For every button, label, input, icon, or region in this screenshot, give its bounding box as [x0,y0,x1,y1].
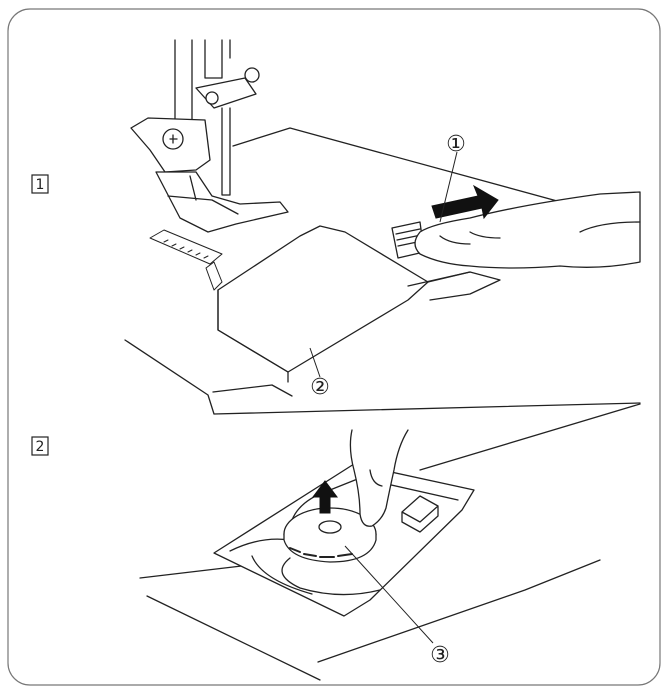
push-arrow-icon [431,184,499,220]
step-2-illustration [139,403,641,681]
step-label-2: 2 [36,439,45,455]
callout-1: ① [446,132,466,157]
step-badge-1: 1 [31,174,49,194]
machine-bed [124,339,641,415]
callout-2: ② [310,375,330,400]
step-2-bed-line-top [419,403,641,471]
bed-top-edge [232,127,591,211]
step-2-bed-line-bottom [146,595,321,681]
bobbin-case-latch [401,495,439,533]
step-1-illustration [124,39,641,415]
finger [414,191,641,269]
step-2-bed-line-left [139,564,251,579]
callout-leaders-step-1 [309,151,458,378]
lifting-finger [349,429,409,527]
diagram-frame [7,8,661,686]
step-label-1: 1 [36,177,45,193]
step-badge-2: 2 [31,436,49,456]
bed-inner-line [212,384,293,397]
callout-3: ③ [430,643,450,668]
bobbin-cover-thickness [217,289,289,383]
callout-leader-step-2 [344,545,434,644]
feed-dogs [149,229,223,291]
presser-foot [130,39,289,233]
step-2-bed-line-right [317,559,601,663]
lift-arrow-icon [312,480,338,514]
